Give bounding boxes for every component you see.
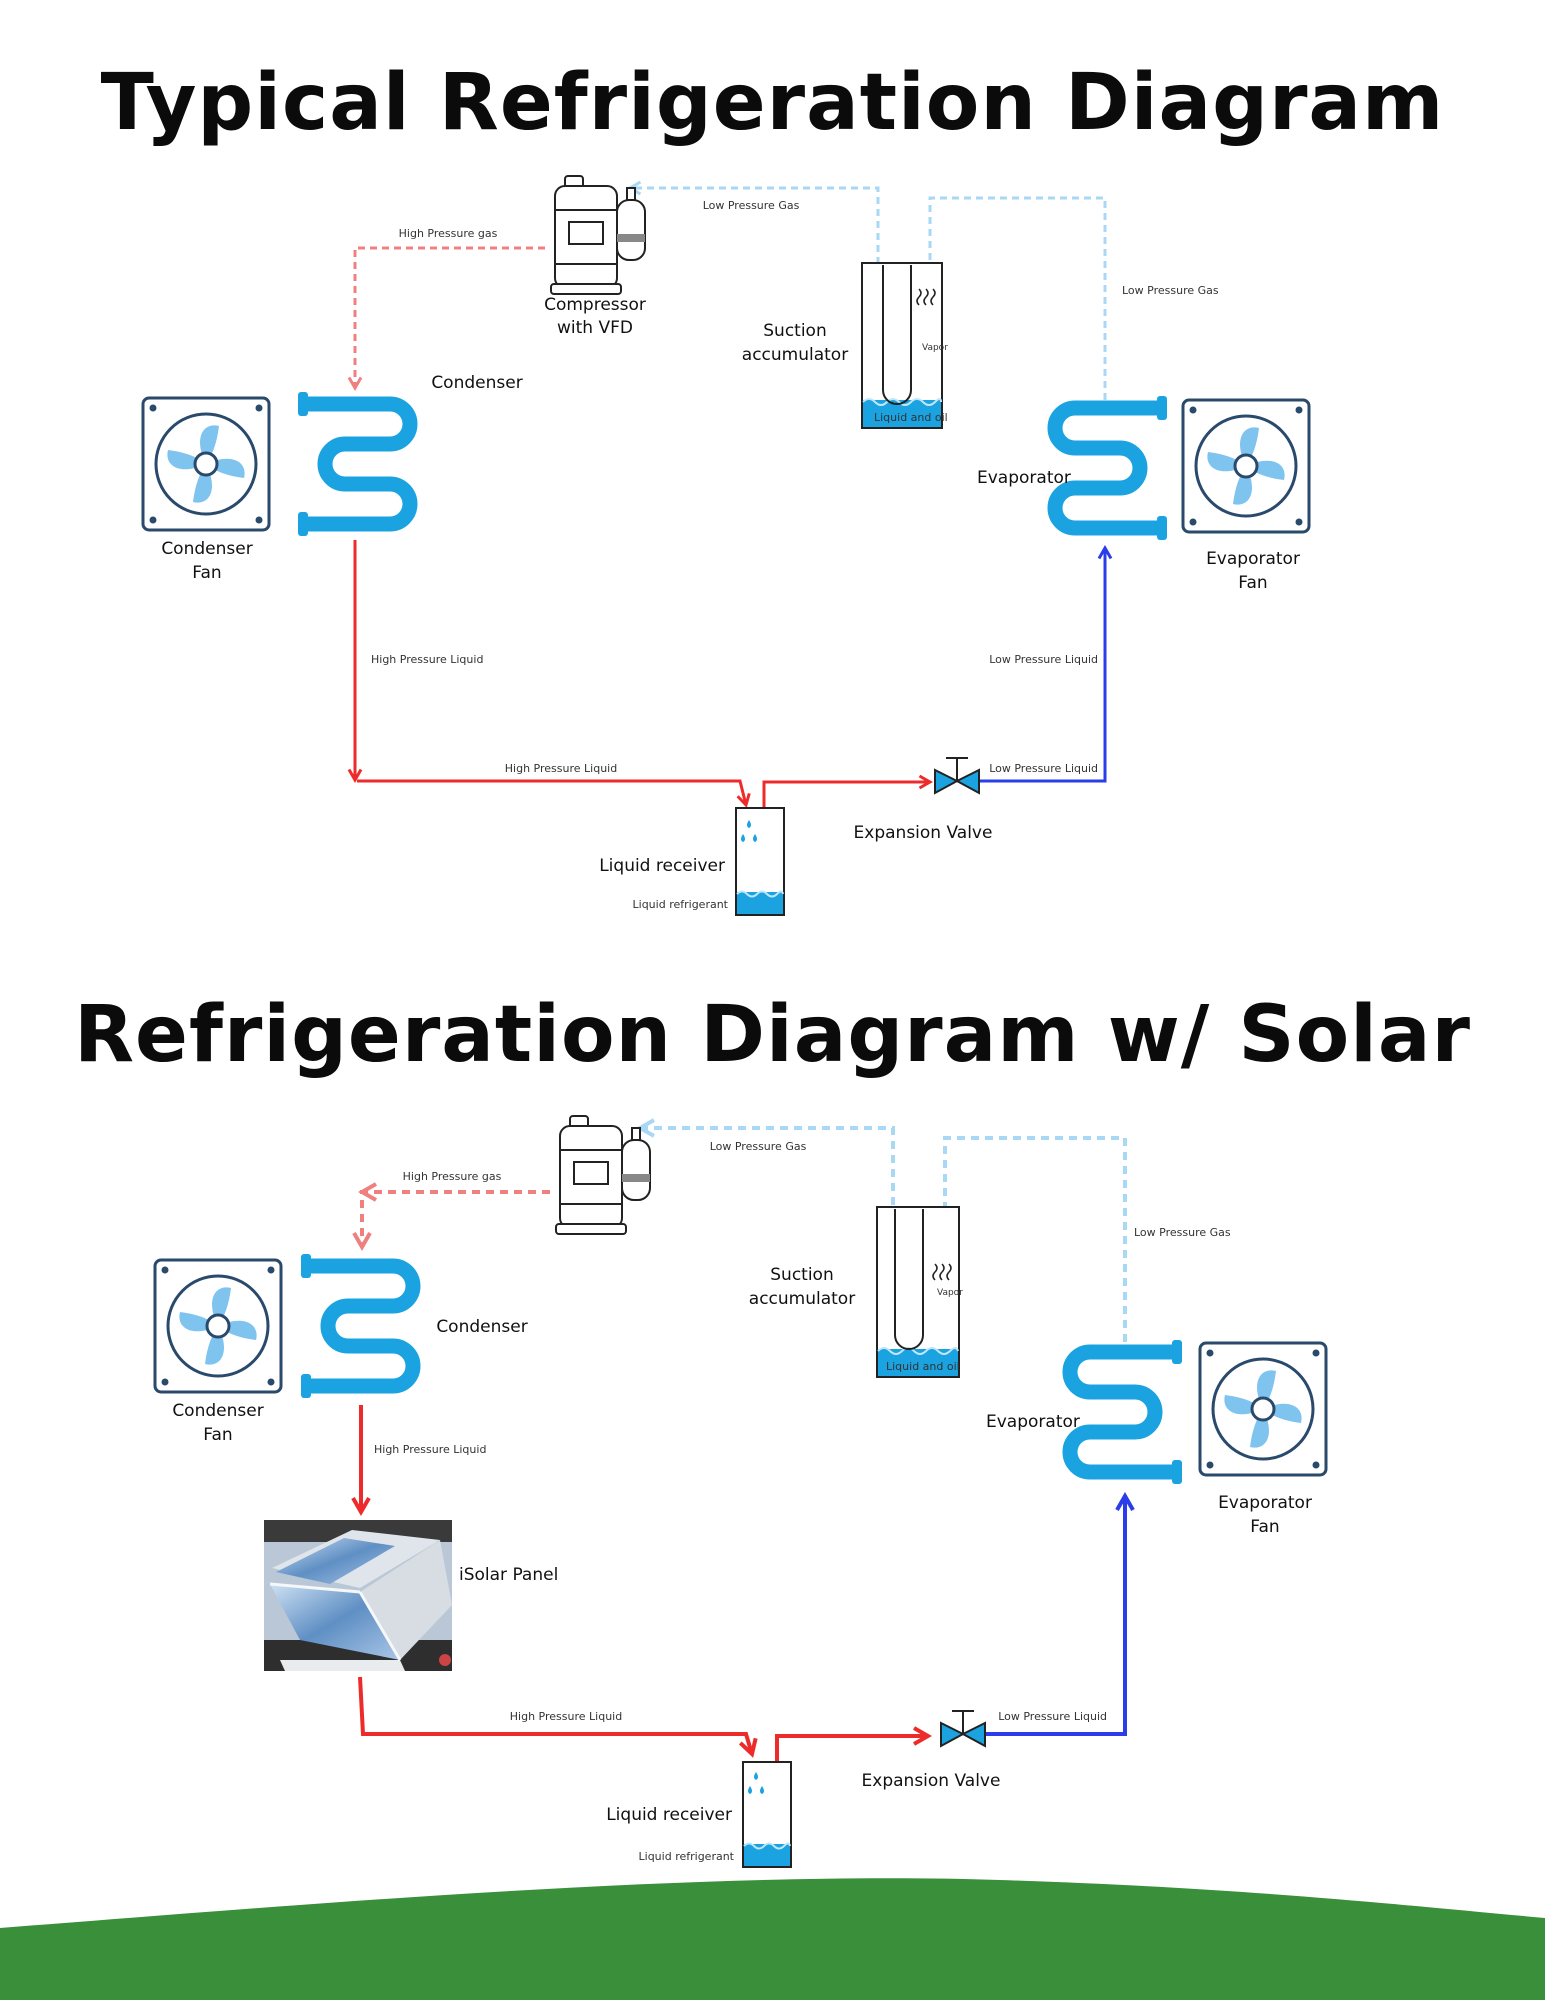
liquid-receiver-label: Liquid receiver	[599, 856, 725, 876]
flow-label-high-pressure-liquid-vertical: High Pressure Liquid	[371, 653, 483, 666]
condenser-coil-icon	[298, 392, 418, 536]
condenser-coil-icon-2	[301, 1254, 421, 1398]
flow-label-low-pressure-gas-side: Low Pressure Gas	[1122, 284, 1219, 297]
suction-accumulator-label-2-line2: accumulator	[749, 1289, 855, 1309]
expansion-valve-label-2: Expansion Valve	[862, 1771, 1001, 1791]
suction-accumulator-label-2-line1: Suction	[770, 1265, 833, 1285]
condenser-fan-icon	[141, 396, 271, 532]
pipe-high-pressure-liquid	[347, 540, 934, 890]
footer-wave	[0, 1878, 1545, 2000]
diagram-title-typical: Typical Refrigeration Diagram	[100, 58, 1445, 148]
flow-label-high-pressure-gas: High Pressure gas	[399, 227, 498, 240]
expansion-valve-icon	[934, 757, 980, 795]
pipe-low-pressure-gas-side	[922, 196, 1107, 400]
compressor-label-line1: Compressor	[544, 295, 646, 315]
solar-panel-image	[264, 1520, 452, 1671]
compressor-label-line2: with VFD	[557, 318, 633, 338]
diagram-solar: Condenser Condenser Fan Suction accumula…	[153, 1115, 1328, 1868]
evaporator-label-2: Evaporator	[986, 1412, 1080, 1432]
flow-label-low-pressure-liquid-vertical: Low Pressure Liquid	[989, 653, 1098, 666]
suction-accumulator-icon-2	[876, 1206, 960, 1378]
pipe-low-pressure-liquid-2	[984, 1491, 1135, 1736]
evaporator-fan-icon	[1181, 398, 1311, 534]
evaporator-fan-label-2-line1: Evaporator	[1218, 1493, 1312, 1513]
flow-label-high-pressure-liquid-bottom: High Pressure Liquid	[505, 762, 617, 775]
evaporator-coil-icon-2	[1062, 1340, 1182, 1484]
flow-label-low-pressure-liquid-bottom-2: Low Pressure Liquid	[998, 1710, 1107, 1723]
condenser-fan-label-2-line1: Condenser	[172, 1401, 263, 1421]
flow-label-low-pressure-gas-top: Low Pressure Gas	[703, 199, 800, 212]
pipe-low-pressure-gas-side-2	[935, 1136, 1127, 1342]
liquid-and-oil-label-2: Liquid and oil	[886, 1360, 960, 1373]
evaporator-fan-label-line1: Evaporator	[1206, 549, 1300, 569]
flow-label-low-pressure-gas-top-2: Low Pressure Gas	[710, 1140, 807, 1153]
diagram-typical: Compressor with VFD Condenser Condenser …	[141, 175, 1311, 916]
evaporator-fan-icon-2	[1198, 1341, 1328, 1477]
condenser-label-2: Condenser	[436, 1317, 527, 1337]
suction-accumulator-icon	[861, 262, 943, 429]
diagram-title-solar: Refrigeration Diagram w/ Solar	[73, 990, 1472, 1080]
pipe-low-pressure-gas-top-2	[635, 1118, 895, 1205]
liquid-receiver-icon-2	[742, 1761, 792, 1868]
condenser-label: Condenser	[431, 373, 522, 393]
evaporator-label: Evaporator	[977, 468, 1071, 488]
flow-label-low-pressure-liquid-bottom: Low Pressure Liquid	[989, 762, 1098, 775]
flow-label-high-pressure-liquid-bottom-2: High Pressure Liquid	[510, 1710, 622, 1723]
vapor-label-2: Vapor	[937, 1288, 963, 1298]
liquid-and-oil-label: Liquid and oil	[874, 411, 948, 424]
expansion-valve-label: Expansion Valve	[854, 823, 993, 843]
liquid-refrigerant-label-2: Liquid refrigerant	[639, 1850, 735, 1863]
flow-label-high-pressure-gas-2: High Pressure gas	[403, 1170, 502, 1183]
evaporator-coil-icon	[1047, 396, 1167, 540]
condenser-fan-label-line2: Fan	[192, 563, 221, 583]
pipe-low-pressure-gas-top	[626, 180, 880, 360]
vapor-label: Vapor	[922, 343, 948, 353]
liquid-receiver-icon	[735, 807, 785, 916]
compressor-icon-2	[555, 1115, 651, 1235]
pipe-low-pressure-liquid	[978, 544, 1113, 783]
condenser-fan-label-line1: Condenser	[161, 539, 252, 559]
liquid-refrigerant-label: Liquid refrigerant	[633, 898, 729, 911]
liquid-receiver-label-2: Liquid receiver	[606, 1805, 732, 1825]
suction-accumulator-label-line2: accumulator	[742, 345, 848, 365]
evaporator-fan-label-2-line2: Fan	[1250, 1517, 1279, 1537]
suction-accumulator-label-line1: Suction	[763, 321, 826, 341]
condenser-fan-label-2-line2: Fan	[203, 1425, 232, 1445]
evaporator-fan-label-line2: Fan	[1238, 573, 1267, 593]
solar-panel-label: iSolar Panel	[459, 1565, 558, 1585]
expansion-valve-icon-2	[940, 1710, 986, 1748]
condenser-fan-icon-2	[153, 1258, 283, 1394]
pipe-high-pressure-gas-2	[362, 1192, 550, 1252]
pipe-high-pressure-gas	[347, 246, 545, 392]
flow-label-high-pressure-liquid-vertical-2: High Pressure Liquid	[374, 1443, 486, 1456]
compressor-icon	[550, 175, 646, 295]
flow-label-low-pressure-gas-side-2: Low Pressure Gas	[1134, 1226, 1231, 1239]
